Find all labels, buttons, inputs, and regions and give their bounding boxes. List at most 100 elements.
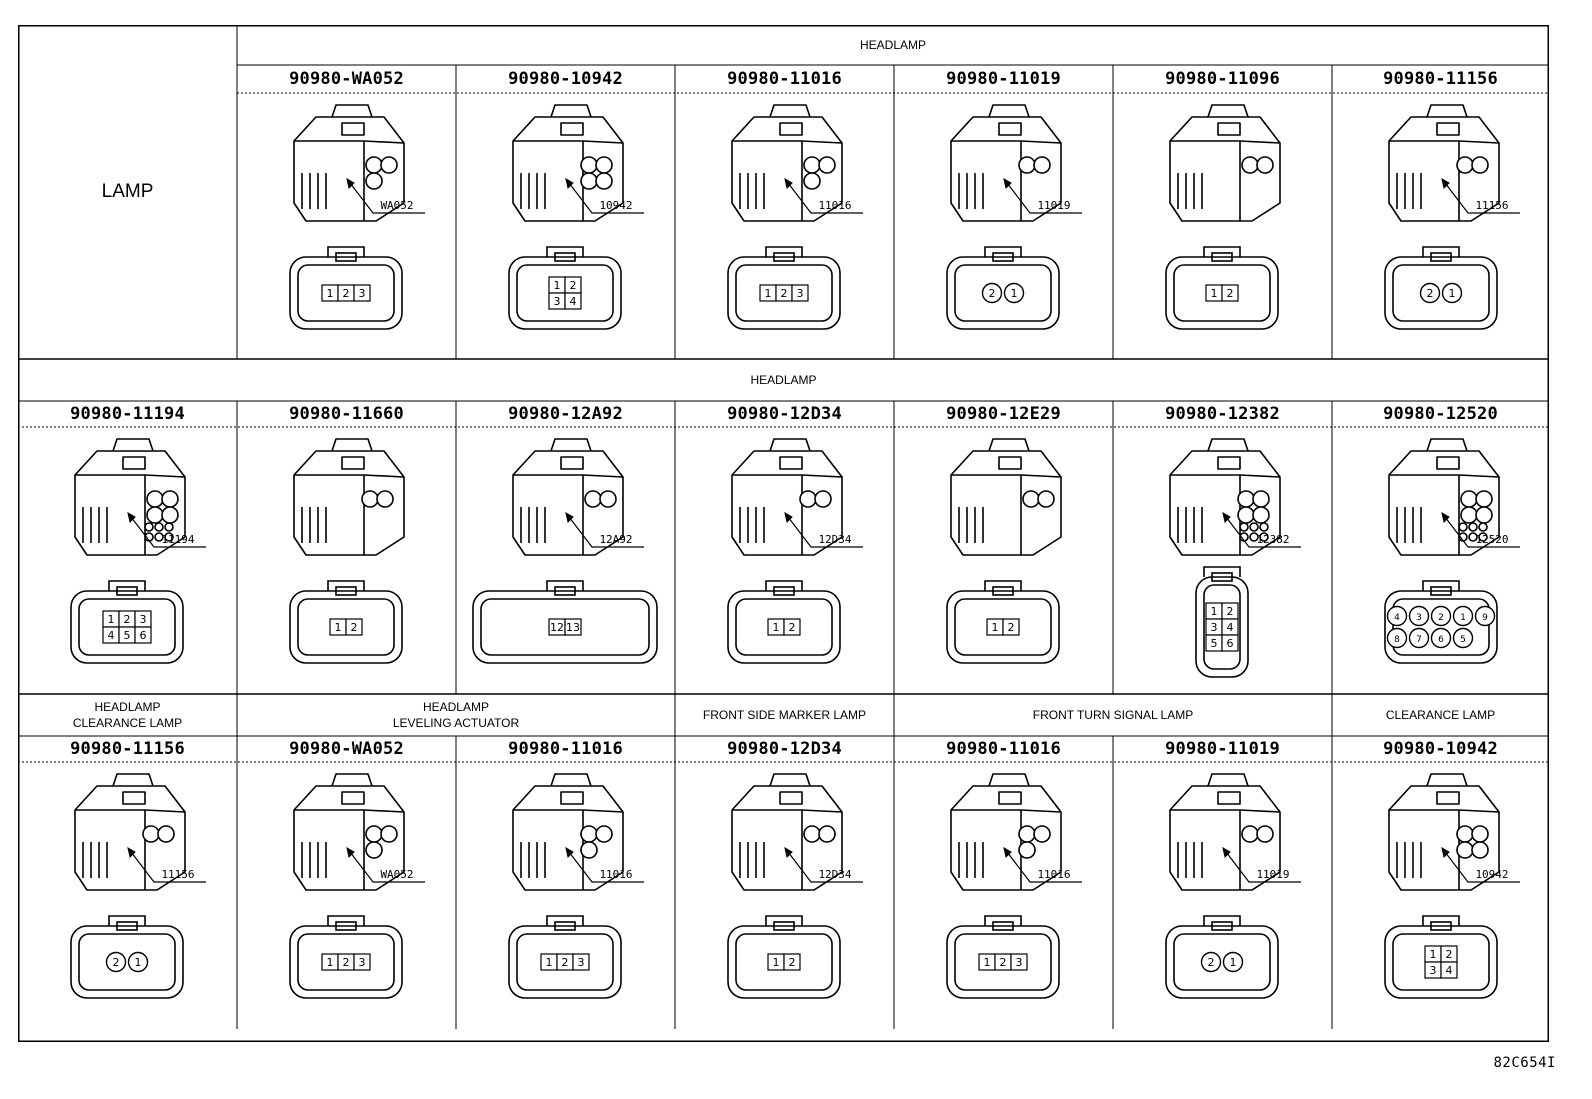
part-number: 90980-WA052: [289, 739, 404, 759]
connector-housing: [950, 450, 1062, 556]
part-number: 90980-11019: [946, 69, 1061, 89]
pin-number: 2: [1227, 287, 1234, 300]
lamp-corner-label: LAMP: [101, 181, 154, 202]
connector-housing: [1169, 785, 1281, 891]
part-number: 90980-12A92: [508, 404, 623, 424]
connector-drawing: [1388, 438, 1500, 556]
pin-number: 2: [562, 956, 569, 969]
pin-number: 4: [1446, 964, 1453, 977]
part-number: 90980-10942: [1383, 739, 1498, 759]
pin-number: 2: [789, 956, 796, 969]
pin-number: 1: [1230, 956, 1237, 969]
pin-number: 3: [1430, 964, 1437, 977]
part-number: 90980-11016: [727, 69, 842, 89]
connector-tag-label: 12520: [1475, 533, 1508, 546]
pin-number: 1: [1449, 287, 1456, 300]
pin-number: 2: [343, 287, 350, 300]
pin-number: 12: [550, 621, 564, 634]
group-header: FRONT TURN SIGNAL LAMP: [1032, 708, 1194, 722]
pin-number: 7: [1416, 635, 1422, 645]
group-header: FRONT SIDE MARKER LAMP: [702, 708, 867, 722]
pin-number: 13: [566, 621, 580, 634]
connector-housing: [731, 785, 843, 891]
connector-drawing: [1388, 773, 1500, 891]
pin-number: 2: [113, 956, 120, 969]
connector-housing: [293, 450, 405, 556]
connector-housing: [1388, 116, 1500, 222]
connector-tag-label: 12382: [1256, 533, 1289, 546]
connector-drawing: [950, 104, 1062, 222]
connector-tag-label: 12A92: [599, 533, 632, 546]
part-number: 90980-12382: [1165, 404, 1280, 424]
connector-housing: [731, 450, 843, 556]
connector-drawing: [293, 773, 405, 891]
part-number: 90980-11016: [946, 739, 1061, 759]
connector-housing: [1169, 450, 1281, 556]
part-number: 90980-11096: [1165, 69, 1280, 89]
pin-number: 1: [984, 956, 991, 969]
pin-number: 1: [1430, 948, 1437, 961]
group-header: HEADLAMP: [859, 38, 927, 52]
part-number: 90980-10942: [508, 69, 623, 89]
connector-face-view: [1165, 915, 1279, 999]
pin-number: 2: [781, 287, 788, 300]
group-header: HEADLAMP LEVELING ACTUATOR: [392, 700, 520, 730]
connector-housing: [293, 785, 405, 891]
pin-number: 1: [108, 613, 115, 626]
pin-number: 3: [578, 956, 585, 969]
part-number: 90980-12520: [1383, 404, 1498, 424]
pin-number: 2: [1227, 605, 1234, 618]
pin-number: 6: [1438, 635, 1444, 645]
pin-number: 4: [1394, 613, 1400, 623]
pin-number: 4: [108, 629, 115, 642]
pin-number: 2: [1446, 948, 1453, 961]
connector-tag-label: 12D34: [818, 533, 851, 546]
pin-number: 2: [1000, 956, 1007, 969]
connector-tag-label: 10942: [1475, 868, 1508, 881]
pin-number: 3: [1211, 621, 1218, 634]
connector-tag-label: WA052: [380, 868, 413, 881]
figure-code: 82C654I: [1493, 1055, 1556, 1071]
connector-drawing: [74, 773, 186, 891]
pin-number: 1: [765, 287, 772, 300]
pin-number: 1: [1011, 287, 1018, 300]
part-number: 90980-WA052: [289, 69, 404, 89]
connector-housing: [1388, 450, 1500, 556]
connector-face-view: [946, 246, 1060, 330]
connector-tag-label: 11016: [818, 199, 851, 212]
pin-number: 3: [140, 613, 147, 626]
pin-number: 2: [351, 621, 358, 634]
connector-drawing: [950, 773, 1062, 891]
pin-number: 2: [789, 621, 796, 634]
pin-number: 3: [359, 956, 366, 969]
part-number: 90980-12D34: [727, 739, 842, 759]
connector-drawing: [293, 438, 405, 556]
pin-number: 3: [797, 287, 804, 300]
pin-number: 1: [1211, 287, 1218, 300]
connector-housing: [293, 116, 405, 222]
pin-number: 6: [140, 629, 147, 642]
part-number: 90980-11156: [1383, 69, 1498, 89]
connector-housing: [731, 116, 843, 222]
connector-drawing: [512, 104, 624, 222]
connector-drawing: [731, 104, 843, 222]
pin-number: 5: [124, 629, 131, 642]
connector-housing: [512, 450, 624, 556]
pin-number: 1: [1460, 613, 1466, 623]
part-number: 90980-11194: [70, 404, 185, 424]
